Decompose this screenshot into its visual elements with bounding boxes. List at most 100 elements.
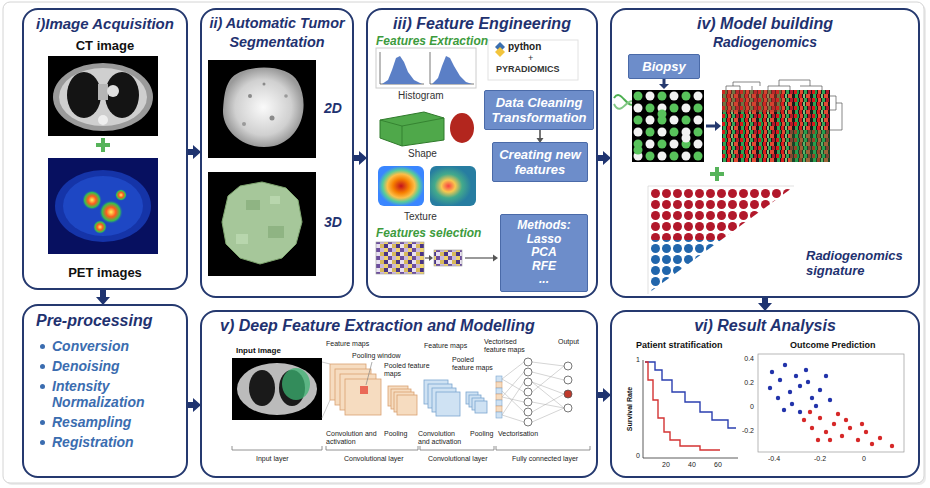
ct-scan <box>98 115 108 125</box>
annotation-label: Feature maps <box>424 342 467 350</box>
scatter-plot <box>832 422 836 426</box>
scatter-plot <box>790 402 794 406</box>
cnn-input-image <box>237 363 317 415</box>
expression-heatmap <box>790 130 830 162</box>
box-text: Methods: <box>505 219 583 233</box>
expression-heatmap <box>722 80 842 162</box>
annotation-label: Pooled feature maps <box>452 356 496 372</box>
scatter-plot <box>824 374 828 378</box>
pet-scan <box>99 200 123 224</box>
scatter-plot <box>844 418 848 422</box>
cnn-input-image <box>232 358 322 420</box>
scatter-plot <box>758 354 904 452</box>
box-text: Biopsy <box>633 59 695 74</box>
survival-plot <box>643 360 738 458</box>
panel-text: Outcome Prediction <box>790 340 876 351</box>
grid-arrow <box>706 125 715 128</box>
flow-arrow <box>96 289 110 305</box>
annotation-label: 0.2 <box>736 379 754 387</box>
panel-text: Conversion <box>52 338 182 354</box>
scatter-plot <box>788 390 792 394</box>
pyradiomics-logo <box>488 40 578 80</box>
correlation-matrix <box>648 186 794 294</box>
box-text: ... <box>505 273 583 287</box>
annotation-label: 0.4 <box>736 355 754 363</box>
cnn-layers <box>524 358 532 366</box>
scatter-plot <box>818 388 822 392</box>
tumor-3d <box>270 196 280 204</box>
tumor-2d <box>208 60 316 158</box>
texture-features <box>378 166 424 206</box>
correlation-matrix <box>648 186 794 294</box>
methods-box: Methods:LassoPCARFE... <box>500 214 588 292</box>
annotation-label: Pooling window <box>352 352 401 360</box>
survival-plot <box>645 362 720 450</box>
scatter-plot <box>878 436 882 440</box>
tumor-3d <box>268 226 284 238</box>
panel-text: Histogram <box>398 90 444 102</box>
feature-selection-heatmap <box>376 242 424 274</box>
panel-text: PET images <box>22 265 188 280</box>
annotation-label: Fully connected layer <box>512 455 578 463</box>
gene-grid <box>682 134 691 143</box>
histogram-plots <box>376 48 476 88</box>
panel-heading: i)Image Acquisition <box>22 14 188 33</box>
flow-arrow <box>537 129 544 143</box>
box-text: Creating new features <box>497 147 583 177</box>
ct-scan <box>98 84 108 100</box>
pyradiomics-logo <box>495 47 505 57</box>
tumor-2d <box>242 122 246 126</box>
scatter-plot <box>768 386 772 390</box>
cnn-layers <box>524 388 532 396</box>
preprocessing-panel: Pre-processingConversionDenoisingIntensi… <box>22 304 188 478</box>
box-text: PCA <box>505 246 583 260</box>
cnn-layers <box>496 382 502 388</box>
tumor-3d <box>236 234 248 244</box>
tumor-2d <box>248 94 252 98</box>
feature-selection-heatmap <box>493 255 498 262</box>
panel-heading: vi) Result Analysis <box>610 316 920 335</box>
cnn-layers <box>397 395 417 415</box>
scatter-plot <box>802 410 894 448</box>
tumor-2d <box>263 83 266 86</box>
scatter-plot <box>758 354 904 452</box>
expression-heatmap <box>722 90 782 112</box>
scatter-plot <box>840 434 844 438</box>
scatter-plot <box>864 430 868 434</box>
annotation-label: Vectorised feature maps <box>484 338 532 354</box>
stage-panel: ii) Automatic Tumor Segmentation2D3D <box>200 8 354 298</box>
cnn-layers <box>564 362 572 370</box>
cnn-layers <box>524 408 532 416</box>
flow-arrow <box>187 145 201 159</box>
annotation-label: Pooled feature maps <box>384 362 434 378</box>
cnn-layers <box>322 358 572 426</box>
cnn-layers <box>496 388 502 394</box>
tumor-2d <box>223 68 304 148</box>
cnn-layers <box>524 368 532 376</box>
cnn-layers <box>524 398 532 406</box>
pet-scan <box>63 176 143 236</box>
cnn-layers <box>496 376 502 382</box>
histogram-plots <box>380 52 474 84</box>
panel-text: 2D <box>324 100 342 116</box>
plus-sign <box>710 167 724 181</box>
pet-scan <box>55 170 151 242</box>
gene-grid <box>634 146 643 155</box>
panel-text: Features Extraction <box>376 34 488 48</box>
cnn-layers <box>436 392 460 416</box>
annotation-label: -0.2 <box>814 455 826 463</box>
cnn-layers <box>360 386 368 394</box>
layer-brackets <box>232 446 590 450</box>
texture-features <box>378 166 476 206</box>
annotation-label: Pooling <box>384 430 407 438</box>
cnn-layers <box>496 412 502 418</box>
flow-arrow <box>353 151 367 165</box>
stage-panel: vi) Result AnalysisPatient stratificatio… <box>610 310 920 478</box>
scatter-plot <box>818 416 822 420</box>
scatter-plot <box>804 368 808 372</box>
survival-plot <box>643 360 738 458</box>
scatter-plot <box>814 404 818 408</box>
box-text: Data Cleaning Transformation <box>489 95 589 125</box>
annotation-label: -0.4 <box>768 455 780 463</box>
